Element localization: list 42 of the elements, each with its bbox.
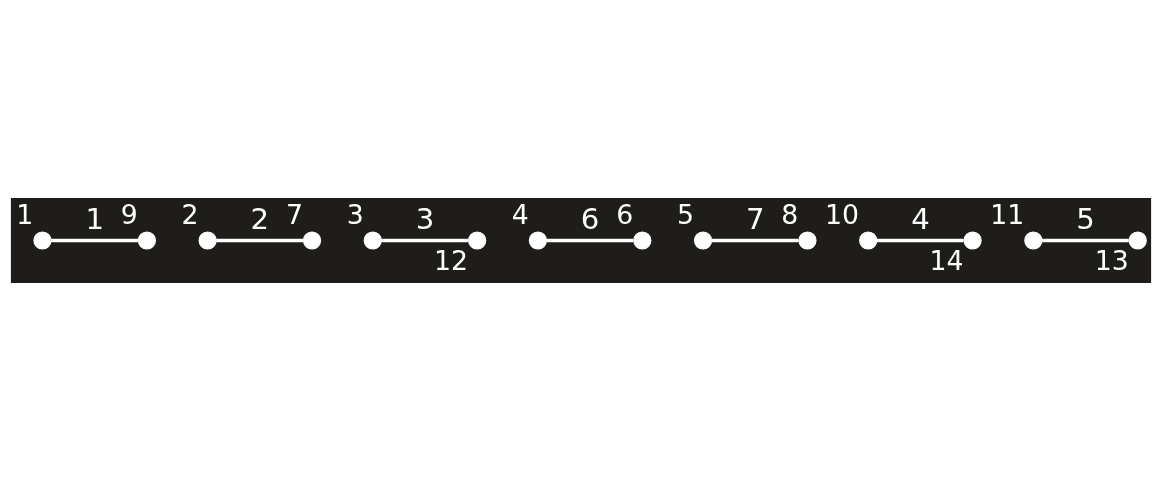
node-circle [198, 231, 217, 250]
node-label: 5 [676, 199, 694, 231]
node-label: 10 [825, 199, 860, 231]
connector [876, 238, 964, 243]
node-label: 6 [616, 199, 634, 231]
node-circle [302, 231, 322, 250]
node-label: 14 [929, 245, 964, 277]
node-circle [798, 231, 817, 250]
connector [381, 238, 469, 243]
node-label: 13 [1094, 245, 1129, 277]
node-circle [137, 231, 156, 250]
node-label: 8 [781, 199, 799, 231]
edge-label: 7 [745, 201, 765, 236]
edge-label: 4 [911, 201, 930, 236]
node-circle [693, 231, 713, 250]
connector [216, 238, 304, 243]
connector [546, 238, 634, 243]
edge-label: 2 [250, 201, 270, 236]
connector [711, 238, 799, 243]
node-circle [363, 231, 382, 250]
connector [1041, 238, 1129, 243]
node-label: 7 [285, 199, 303, 231]
node-label: 11 [990, 199, 1025, 231]
node-label: 9 [120, 199, 138, 231]
node-circle [963, 231, 982, 250]
edge-label: 5 [1076, 201, 1095, 236]
node-circle [1024, 231, 1043, 250]
edge-label: 6 [580, 201, 600, 236]
node-circle [528, 231, 547, 250]
connector [51, 238, 138, 243]
edge-label: 1 [85, 201, 104, 236]
node-label: 4 [511, 199, 529, 231]
node-circle [1128, 231, 1147, 250]
node-circle [633, 231, 652, 250]
edge-label: 3 [415, 201, 435, 236]
node-label: 3 [346, 199, 364, 231]
node-label: 1 [16, 199, 34, 231]
node-label: 2 [181, 199, 199, 231]
node-label: 12 [434, 245, 469, 277]
node-circle [468, 231, 487, 250]
node-circle [33, 231, 52, 250]
node-circle [859, 231, 878, 250]
